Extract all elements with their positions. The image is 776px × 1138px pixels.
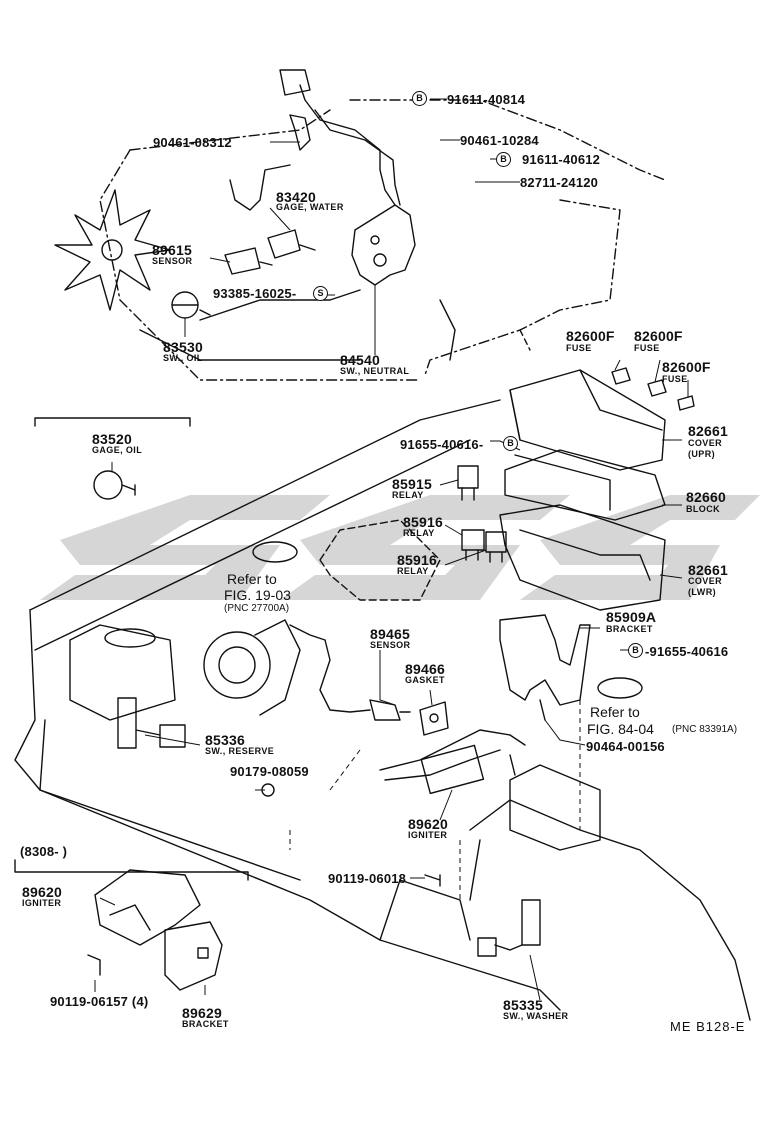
part-89629-desc: BRACKET <box>182 1019 229 1029</box>
bolt-b-badge: B <box>412 91 427 106</box>
inset-date-range: (8308- ) <box>20 844 68 859</box>
part-85335-desc: SW., WASHER <box>503 1011 569 1021</box>
refer-pnc: (PNC 27700A) <box>224 603 290 614</box>
part-90179-08059[interactable]: 90179-08059 <box>230 764 309 779</box>
part-82661-upr-desc2: (UPR) <box>688 449 715 459</box>
part-82711-24120[interactable]: 82711-24120 <box>520 175 599 190</box>
part-83420[interactable]: 83420 <box>276 189 316 205</box>
part-91655-40616-b[interactable]: -91655-40616 <box>645 644 729 659</box>
part-85335[interactable]: 85335 <box>503 997 543 1013</box>
part-82660[interactable]: 82660 <box>686 489 726 505</box>
part-85909a-desc: BRACKET <box>606 624 653 634</box>
diagram-code: ME B128-E <box>670 1019 746 1034</box>
part-83420-desc: GAGE, WATER <box>276 202 344 212</box>
part-85915-desc: RELAY <box>392 490 424 500</box>
part-91655-40616-a[interactable]: 91655-40616- <box>400 437 484 452</box>
part-82600f-c-desc: FUSE <box>662 374 688 384</box>
part-82661-upr-desc: COVER <box>688 438 723 448</box>
part-82661-upr[interactable]: 82661 <box>688 423 728 439</box>
part-82600f-b-desc: FUSE <box>634 343 660 353</box>
refer-to-label: Refer to <box>227 571 277 587</box>
part-82600f-b[interactable]: 82600F <box>634 328 683 344</box>
part-85909a[interactable]: 85909A <box>606 609 657 625</box>
part-89466-desc: GASKET <box>405 675 445 685</box>
refer-fig-link-2[interactable]: FIG. 84-04 <box>587 721 654 737</box>
part-89629[interactable]: 89629 <box>182 1005 222 1021</box>
part-82600f-a-desc: FUSE <box>566 343 592 353</box>
part-89620-a-desc: IGNITER <box>408 830 448 840</box>
part-84540[interactable]: 84540 <box>340 352 380 368</box>
part-83520-desc: GAGE, OIL <box>92 445 143 455</box>
part-89615-desc: SENSOR <box>152 256 193 266</box>
part-82600f-a[interactable]: 82600F <box>566 328 615 344</box>
part-90461-08312[interactable]: 90461-08312 <box>153 135 232 150</box>
part-91611-40612[interactable]: 91611-40612 <box>522 152 601 167</box>
part-89465-desc: SENSOR <box>370 640 411 650</box>
part-82661-lwr-desc: COVER <box>688 576 723 586</box>
part-93385-16025[interactable]: 93385-16025- <box>213 286 297 301</box>
bolt-b-badge: B <box>503 436 518 451</box>
bolt-b-badge: B <box>628 643 643 658</box>
refer-fig-link[interactable]: FIG. 19-03 <box>224 587 291 603</box>
refer-to-label-2: Refer to <box>590 704 640 720</box>
part-90461-10284[interactable]: 90461-10284 <box>460 133 539 148</box>
part-90119-06157[interactable]: 90119-06157 (4) <box>50 994 149 1009</box>
bolt-s-badge: S <box>313 286 328 301</box>
part-83530[interactable]: 83530 <box>163 339 203 355</box>
part-83520[interactable]: 83520 <box>92 431 132 447</box>
bolt-b-badge: B <box>496 152 511 167</box>
part-82661-lwr[interactable]: 82661 <box>688 562 728 578</box>
refer-pnc-2: (PNC 83391A) <box>672 724 738 735</box>
watermark-logo <box>40 495 760 600</box>
part-89615[interactable]: 89615 <box>152 242 192 258</box>
part-85336-desc: SW., RESERVE <box>205 746 275 756</box>
part-82600f-c[interactable]: 82600F <box>662 359 711 375</box>
part-89620-a[interactable]: 89620 <box>408 816 448 832</box>
part-89465[interactable]: 89465 <box>370 626 410 642</box>
part-85916-b-desc: RELAY <box>397 566 429 576</box>
part-90464-00156[interactable]: 90464-00156 <box>586 739 665 754</box>
part-83530-desc: SW., OIL <box>163 353 203 363</box>
part-82660-desc: BLOCK <box>686 504 720 514</box>
part-89620-b-desc: IGNITER <box>22 898 62 908</box>
part-91611-40814[interactable]: 91611-40814 <box>447 92 526 107</box>
part-90119-06018[interactable]: 90119-06018 <box>328 871 407 886</box>
part-82661-lwr-desc2: (LWR) <box>688 587 716 597</box>
part-85916-a[interactable]: 85916 <box>403 514 443 530</box>
part-85916-a-desc: RELAY <box>403 528 435 538</box>
part-85915[interactable]: 85915 <box>392 476 432 492</box>
part-85336[interactable]: 85336 <box>205 732 245 748</box>
part-89466[interactable]: 89466 <box>405 661 445 677</box>
part-85916-b[interactable]: 85916 <box>397 552 437 568</box>
part-89620-b[interactable]: 89620 <box>22 884 62 900</box>
part-84540-desc: SW., NEUTRAL <box>340 366 410 376</box>
